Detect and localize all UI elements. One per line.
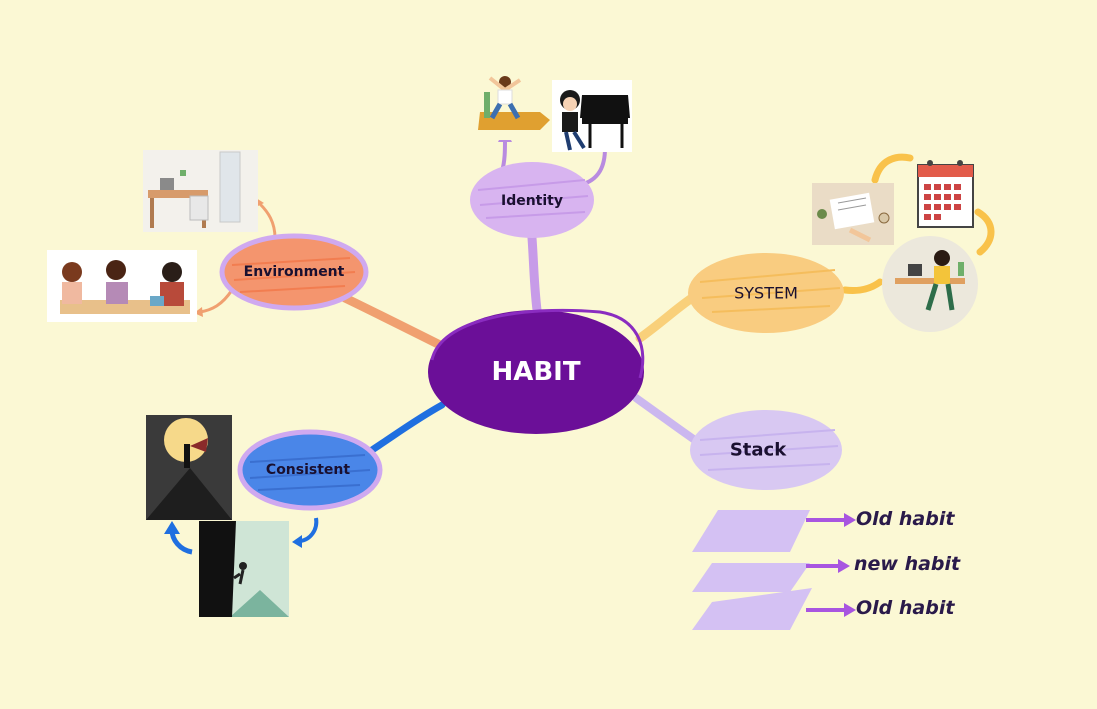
consistent-down-arrow <box>299 517 319 543</box>
mountain-summit-icon <box>146 415 232 520</box>
system-label: SYSTEM <box>734 283 798 303</box>
climber-icon <box>199 521 289 617</box>
identity-label: Identity <box>500 193 564 209</box>
system-right-arrow <box>974 208 995 256</box>
people-meeting-icon <box>47 250 197 322</box>
identity-node-scribble <box>477 179 589 219</box>
consistent-label: Consistent <box>265 462 351 478</box>
calendar-icon <box>917 160 974 228</box>
consistent-left-arrowhead <box>164 521 180 534</box>
stack-arrowhead-2 <box>838 559 850 573</box>
system-connector <box>635 289 703 343</box>
center-label: HABIT <box>491 357 581 387</box>
stack-label: Stack <box>729 439 787 461</box>
consistent-node-scribble <box>249 454 371 491</box>
environment-label: Environment <box>243 264 345 280</box>
stack-layer-bottom <box>692 588 812 630</box>
center-node <box>428 310 644 434</box>
stack-item-old-habit-top: Old habit <box>856 508 955 530</box>
environment-node-scribble <box>231 257 356 293</box>
stack-layer-middle <box>692 563 810 592</box>
planner-notebook-icon <box>812 183 894 245</box>
environment-connector <box>340 293 445 350</box>
environment-down-arrowhead <box>194 307 203 317</box>
dancing-person-icon <box>472 75 552 140</box>
system-node-scribble <box>699 269 841 313</box>
person-at-desk-icon <box>882 236 978 332</box>
stack-node-scribble <box>699 429 839 471</box>
consistent-connector <box>368 401 446 454</box>
stack-connector <box>632 394 706 449</box>
system-top-arrow <box>871 153 914 184</box>
identity-connector <box>527 233 543 323</box>
stack-item-old-habit-bottom: Old habit <box>856 597 955 619</box>
environment-down-arrow <box>199 289 234 314</box>
pianist-icon <box>552 80 632 152</box>
stack-arrowhead-1 <box>844 513 856 527</box>
system-link-arrow <box>841 278 884 294</box>
center-node-outline <box>430 308 645 379</box>
desk-room-icon <box>143 150 258 232</box>
consistent-down-arrowhead <box>292 535 302 548</box>
stack-arrowhead-3 <box>844 603 856 617</box>
environment-up-arrow <box>258 202 277 239</box>
stack-item-new-habit: new habit <box>854 553 961 575</box>
stack-layer-top <box>692 510 810 552</box>
